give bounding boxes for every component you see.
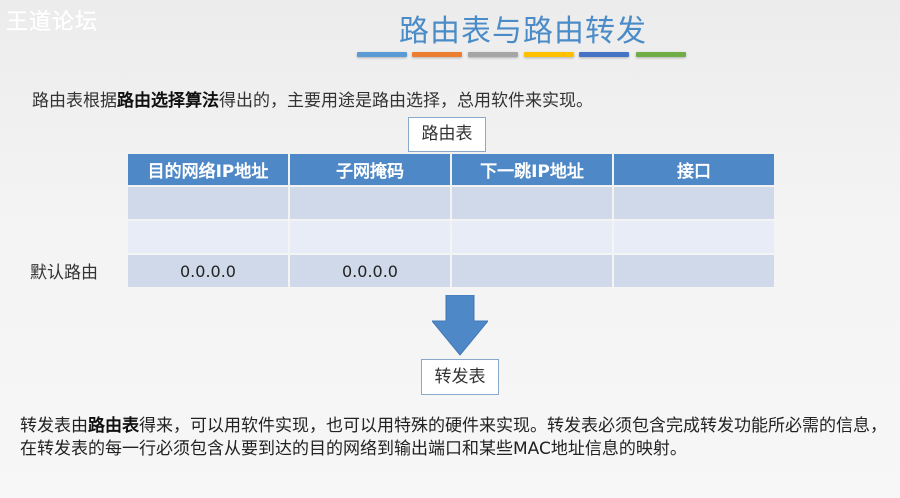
col-dest-ip: 目的网络IP地址 [128, 154, 288, 185]
para-bold: 路由表 [88, 416, 139, 436]
watermark-logo: 王道论坛 [6, 10, 99, 35]
table-cell [452, 221, 612, 253]
table-cell: 0.0.0.0 [128, 255, 288, 287]
forwarding-paragraph: 转发表由路由表得来，可以用软件实现，也可以用特殊的硬件来实现。转发表必须包含完成… [20, 415, 890, 461]
color-bar-3 [468, 52, 518, 57]
table-cell [128, 187, 288, 219]
table-header-row: 目的网络IP地址 子网掩码 下一跳IP地址 接口 [128, 154, 774, 185]
table-cell [614, 255, 774, 287]
intro-bold: 路由选择算法 [117, 91, 219, 111]
col-interface: 接口 [614, 154, 774, 185]
color-bar-5 [579, 52, 629, 57]
para-post: 得来，可以用软件实现，也可以用特殊的硬件来实现。转发表必须包含完成转发功能所必需… [20, 416, 887, 459]
down-arrow-icon [430, 294, 490, 361]
para-pre: 转发表由 [20, 416, 88, 436]
color-bar-4 [524, 52, 574, 57]
routing-table-label: 路由表 [408, 117, 486, 152]
table-cell [290, 221, 450, 253]
col-next-hop: 下一跳IP地址 [452, 154, 612, 185]
col-subnet-mask: 子网掩码 [290, 154, 450, 185]
color-bar-2 [412, 52, 462, 57]
table-cell [614, 187, 774, 219]
forwarding-table-label: 转发表 [421, 359, 499, 395]
table-row [128, 221, 774, 253]
table-cell [128, 221, 288, 253]
color-bar-1 [357, 52, 407, 57]
table-cell [452, 255, 612, 287]
slide-title: 路由表与路由转发 [399, 14, 647, 49]
routing-table: 目的网络IP地址 子网掩码 下一跳IP地址 接口 0.0.0.0 0.0.0.0 [126, 152, 776, 289]
intro-post: 得出的，主要用途是路由选择，总用软件来实现。 [219, 91, 593, 111]
color-bar-6 [636, 52, 686, 57]
table-cell: 0.0.0.0 [290, 255, 450, 287]
table-cell [290, 187, 450, 219]
table-cell [452, 187, 612, 219]
default-route-label: 默认路由 [30, 263, 98, 283]
intro-pre: 路由表根据 [32, 91, 117, 111]
table-cell [614, 221, 774, 253]
intro-text: 路由表根据路由选择算法得出的，主要用途是路由选择，总用软件来实现。 [32, 86, 593, 111]
table-row [128, 187, 774, 219]
default-route-row: 0.0.0.0 0.0.0.0 [128, 255, 774, 287]
